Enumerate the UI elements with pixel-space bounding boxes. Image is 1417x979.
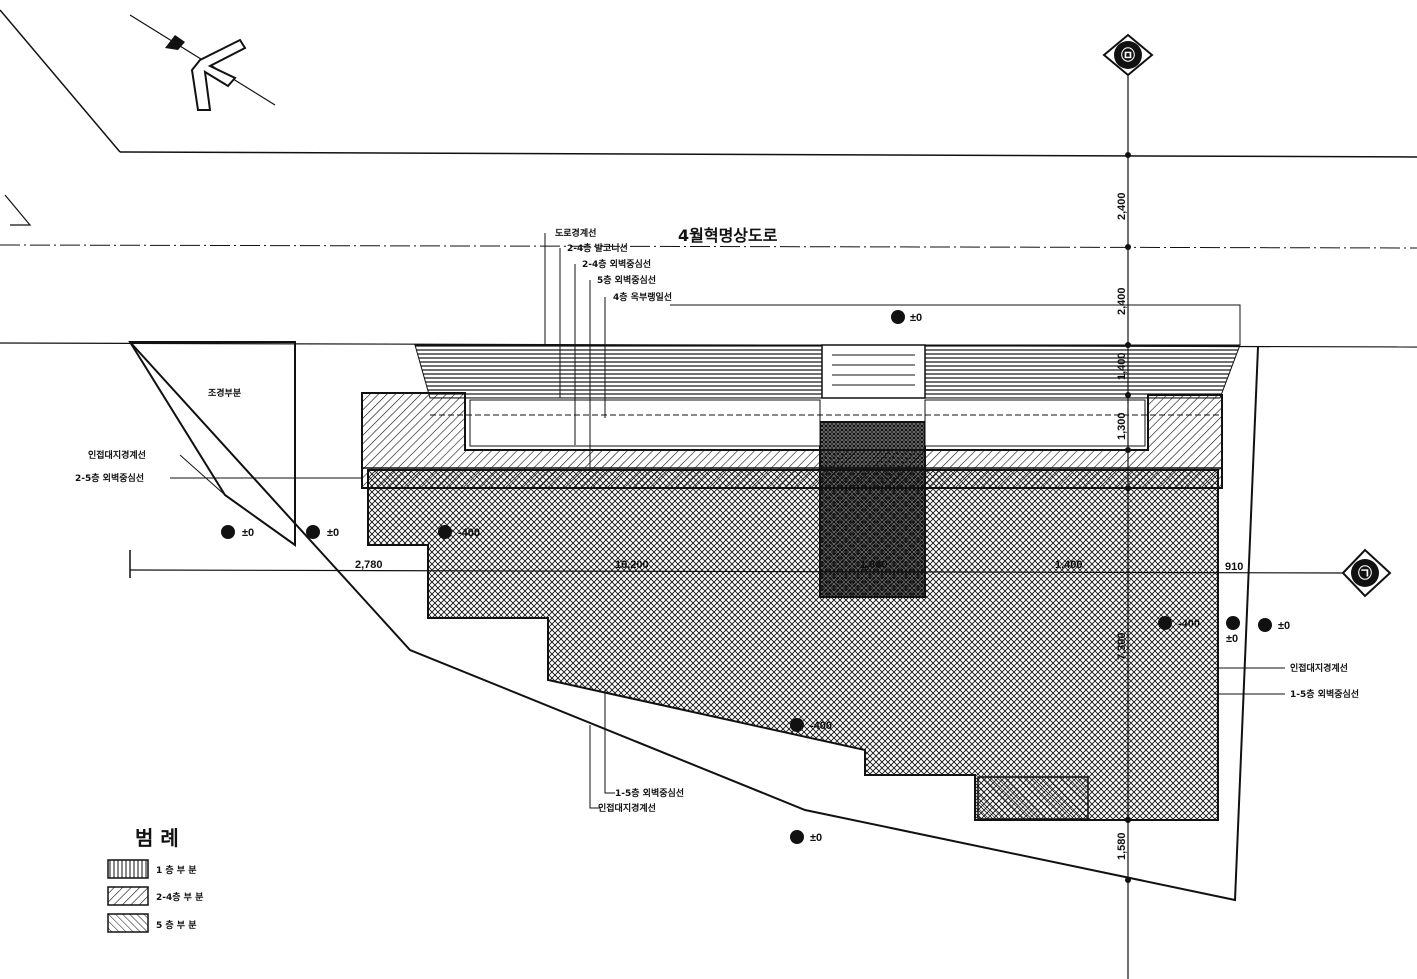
inner-court-right: [924, 399, 1146, 447]
level-marker: -400: [1158, 616, 1200, 630]
front-strip: [414, 344, 823, 399]
road-boundary-label: 도로경계선: [555, 227, 596, 239]
dim-h: 910: [1225, 561, 1243, 573]
legend-label: 5 층 부 분: [156, 919, 197, 931]
dim-v: 7,300: [1116, 632, 1128, 660]
central-core: [819, 421, 926, 598]
legend-swatch: [107, 886, 149, 906]
dim-v: 2,400: [1116, 192, 1128, 220]
svg-text:±0: ±0: [810, 832, 822, 844]
legend: 범 례 1 층 부 분 2-4층 부 분 5 층 부 분: [107, 826, 203, 933]
wall-2-4-label: 2-4층 외벽중심선: [582, 258, 651, 270]
dim-h: 1,680: [860, 559, 888, 571]
dim-h: 2,780: [355, 559, 383, 571]
svg-text:-400: -400: [458, 527, 480, 539]
adjacent-right-label: 인접대지경계선: [1290, 662, 1348, 674]
svg-text:㉠: ㉠: [1358, 565, 1372, 582]
level-marker: ±0: [221, 525, 254, 539]
level-marker: -400: [438, 525, 480, 539]
grid-line-horizontal: [129, 569, 1346, 574]
axis-marker-top: ㉤: [1102, 33, 1154, 77]
lower-block: [977, 776, 1089, 820]
level-marker: ±0: [891, 310, 922, 324]
legend-label: 1 층 부 분: [156, 864, 197, 876]
wall-5-label: 5층 외벽중심선: [597, 274, 656, 286]
site-boundary: [129, 341, 1259, 902]
wall-1-5-right-label: 1-5층 외벽중심선: [1290, 688, 1359, 700]
balcony-label: 2-4층 발코니선: [567, 242, 628, 254]
dim-v: 1,580: [1116, 832, 1128, 860]
svg-text:±0: ±0: [1278, 620, 1290, 632]
dim-h: 1,400: [1055, 559, 1083, 571]
level-marker: ±0: [1258, 618, 1290, 632]
floor-5-region: [367, 469, 1219, 821]
level-marker: ±0: [306, 525, 339, 539]
legend-title: 범 례: [135, 826, 179, 850]
level-marker: ±0: [1226, 616, 1240, 645]
svg-text:±0: ±0: [1226, 633, 1238, 645]
adjacent-left-label: 인접대지경계선: [88, 449, 146, 461]
axis-marker-right: ㉠: [1341, 548, 1392, 598]
legend-label: 2-4층 부 분: [156, 891, 203, 903]
stairs: [821, 344, 926, 399]
dim-v: 1,300: [1116, 412, 1128, 440]
legend-swatch: [107, 859, 149, 879]
adjacent-bottom-label: 인접대지경계선: [598, 802, 656, 814]
road-name: 4월혁명상도로: [678, 226, 778, 245]
north-arrow-icon: [129, 14, 276, 111]
level-marker: -400: [790, 718, 832, 732]
svg-text:㉤: ㉤: [1121, 47, 1135, 64]
landscape-label: 조경부분: [208, 387, 241, 399]
svg-text:±0: ±0: [327, 527, 339, 539]
svg-text:-400: -400: [1178, 618, 1200, 630]
landscape-area: [128, 341, 296, 547]
svg-text:-400: -400: [810, 720, 832, 732]
wall-1-5-bottom-label: 1-5층 외벽중심선: [615, 787, 684, 799]
wall-2-5-label: 2-5층 외벽중심선: [75, 472, 144, 484]
svg-text:±0: ±0: [910, 312, 922, 324]
front-strip-right: [924, 344, 1241, 399]
dim-h: 10,200: [615, 559, 649, 571]
inner-court: [469, 399, 821, 447]
svg-text:±0: ±0: [242, 527, 254, 539]
legend-swatch: [107, 913, 149, 933]
dim-v: 2,400: [1116, 287, 1128, 315]
dim-v: 1,400: [1116, 352, 1128, 380]
level-marker: ±0: [790, 830, 822, 844]
roof-4-label: 4층 옥부랭일선: [613, 291, 672, 303]
